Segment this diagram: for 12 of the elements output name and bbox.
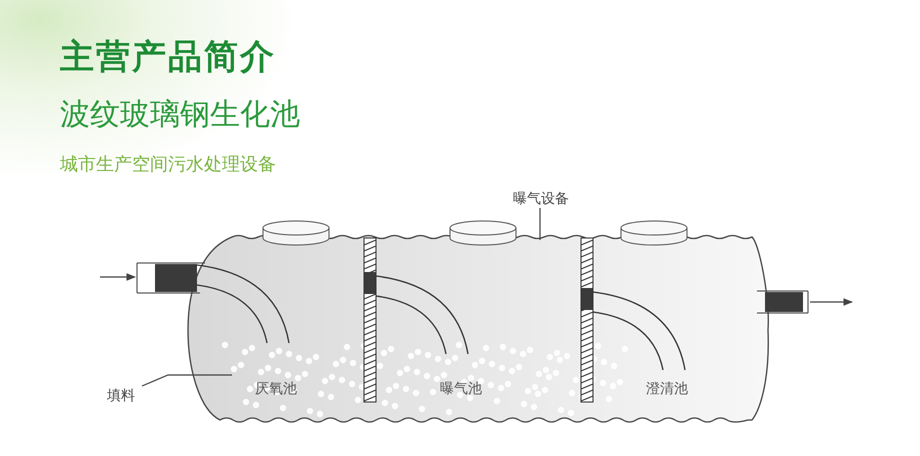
tagline: 城市生产空间污水处理设备 bbox=[60, 153, 276, 176]
chamber-label: 曝气池 bbox=[440, 380, 482, 398]
subtitle: 波纹玻璃钢生化池 bbox=[60, 96, 300, 134]
part-label: 填料 bbox=[100, 386, 142, 406]
title: 主营产品简介 bbox=[60, 36, 276, 79]
flow-arrow bbox=[810, 298, 853, 306]
chamber-label: 厌氧池 bbox=[255, 380, 297, 398]
flow-arrow bbox=[100, 273, 136, 281]
part-label: 曝气设备 bbox=[508, 189, 574, 208]
leader-line bbox=[142, 374, 232, 387]
leader-line bbox=[539, 208, 541, 240]
chamber-label: 澄清池 bbox=[646, 380, 688, 398]
